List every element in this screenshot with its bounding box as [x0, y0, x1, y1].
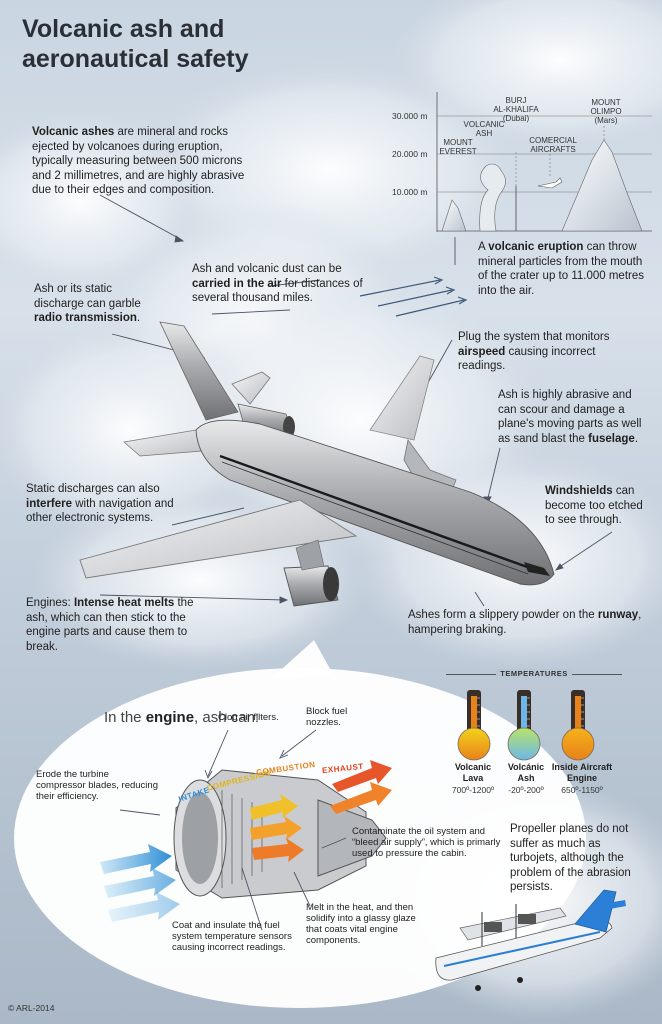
runway-bold: runway — [597, 609, 639, 621]
eruption-rest: can throw mineral particles from the mou… — [478, 241, 644, 297]
label-commercial-aircrafts: COMERCIAL AIRCRAFTS — [524, 136, 582, 154]
windshields-rest: can become too etched to see through. — [545, 485, 643, 526]
olimpo-line-3: (Mars) — [594, 116, 618, 125]
erode-text: Erode the turbine compressor blades, red… — [36, 769, 158, 802]
engine-title-pre: In the — [104, 709, 146, 726]
runway-text: Ashes form a slippery powder on the runw… — [408, 608, 648, 637]
airliner-illustration — [79, 321, 555, 607]
title-line-2: aeronautical safety — [22, 45, 249, 73]
runway-pre: Ashes form a slippery powder on the — [408, 609, 598, 621]
airspeed-bold: airspeed — [458, 345, 506, 358]
turbofan-cutaway — [100, 760, 392, 922]
label-mount-everest: MOUNT EVEREST — [438, 138, 478, 156]
temperature-thermometers — [457, 690, 595, 761]
propeller-text: Propeller planes do not suffer as much a… — [510, 823, 631, 893]
static-pre: Static discharges can also — [26, 483, 160, 495]
ash-line-1: VOLCANIC — [463, 120, 505, 129]
burj-line-2: AL-KHALIFA — [493, 105, 539, 114]
runway-rest: , hampering braking. — [408, 609, 642, 636]
temperatures-title: TEMPERATURES — [496, 669, 572, 678]
aircraft-line-1: COMERCIAL — [529, 136, 577, 145]
fuselage-text: Ash is highly abrasive and can scour and… — [498, 388, 648, 446]
thermometer-ash — [507, 690, 541, 761]
therm-range-engine: 650º-1150º — [561, 785, 603, 795]
burj-line-1: BURJ — [505, 96, 527, 105]
airspeed-text: Plug the system that monitors airspeed c… — [458, 330, 634, 374]
temperatures-header: TEMPERATURES — [446, 668, 622, 678]
therm-label-engine: Inside Aircraft Engine — [551, 762, 613, 783]
label-volcanic-ash: VOLCANIC ASH — [462, 120, 506, 138]
radio-bold: radio transmission — [34, 312, 137, 324]
therm-label-lava: Volcanic Lava — [454, 762, 492, 783]
y-tick-30000: 30.000 m — [392, 111, 428, 121]
aircraft-line-2: AIRCRAFTS — [530, 145, 576, 154]
fuselage-bold: fuselage — [588, 432, 635, 445]
radio-pre: Ash or its static discharge can garble — [34, 283, 141, 310]
engines-text: Engines: Intense heat melts the ash, whi… — [26, 596, 202, 654]
fuselage-pre: Ash is highly abrasive and can scour and… — [498, 389, 642, 445]
clog-text: Clog air filters. — [218, 712, 279, 723]
credit-text: © ARL-2014 — [8, 1003, 55, 1013]
thermometer-engine — [561, 690, 595, 761]
eruption-pre: A — [478, 241, 489, 253]
ash-line-2: ASH — [475, 129, 493, 138]
therm-range-lava: 700º-1200º — [451, 785, 495, 795]
contaminate-text: Contaminate the oil system and “bleed ai… — [352, 826, 501, 859]
engines-rest: the ash, which can then stick to the eng… — [26, 597, 194, 653]
engine-section-title: In the engine, ash can: — [104, 709, 264, 726]
static-rest: with navigation and other electronic sys… — [26, 497, 174, 525]
therm-range-ash: -20º-200º — [508, 785, 544, 795]
radio-text: Ash or its static discharge can garble r… — [34, 282, 154, 326]
airspeed-pre: Plug the system that monitors — [458, 331, 610, 343]
dust-text: Ash and volcanic dust can be carried in … — [192, 262, 378, 306]
dust-rest: for distances of several thousand miles. — [192, 277, 363, 305]
eruption-bold: volcanic eruption — [488, 241, 584, 253]
olimpo-line-1: MOUNT — [591, 98, 621, 107]
page-title: Volcanic ash and aeronautical safety — [22, 14, 342, 74]
eruption-text: A volcanic eruption can throw mineral pa… — [478, 240, 654, 298]
wind-arrows — [359, 276, 468, 317]
block-text: Block fuel nozzles. — [306, 706, 348, 728]
static-text: Static discharges can also interfere wit… — [26, 482, 188, 526]
thermometer-lava — [457, 690, 491, 761]
static-bold: interfere — [26, 497, 73, 510]
label-mount-olimpo: MOUNT OLIMPO (Mars) — [584, 98, 628, 125]
radio-rest: . — [136, 312, 141, 324]
title-line-1: Volcanic ash and — [22, 15, 225, 43]
coat-text: Coat and insulate the fuel system temper… — [172, 920, 292, 953]
airspeed-rest: causing incorrect readings. — [458, 345, 596, 373]
olimpo-line-2: OLIMPO — [590, 107, 622, 116]
burj-line-3: (Dubai) — [502, 114, 530, 123]
therm-label-ash: Volcánic Ash — [507, 762, 545, 783]
engine-title-post: , ash can: — [194, 709, 260, 726]
everest-line-1: MOUNT — [443, 138, 473, 147]
y-tick-10000: 10.000 m — [392, 187, 428, 197]
dust-bold: carried in the air — [192, 277, 282, 290]
everest-line-2: EVEREST — [439, 147, 477, 156]
label-burj-al-khalifa: BURJ AL-KHALIFA (Dubai) — [488, 96, 544, 123]
intro-rest: are mineral and rocks ejected by volcano… — [32, 126, 245, 196]
y-tick-20000: 20.000 m — [392, 149, 428, 159]
engines-bold: Intense heat melts — [73, 597, 175, 609]
fuselage-rest: . — [634, 432, 639, 445]
intro-text: Volcanic ashes are mineral and rocks eje… — [32, 125, 258, 198]
propeller-plane — [435, 889, 626, 991]
dust-pre: Ash and volcanic dust can be — [192, 263, 342, 275]
altitude-chart — [436, 92, 652, 232]
windshields-bold: Windshields — [545, 485, 613, 497]
engine-title-bold: engine — [145, 709, 195, 726]
engine-leader-lines — [119, 729, 347, 931]
windshields-text: Windshields can become too etched to see… — [545, 484, 655, 528]
engines-pre: Engines: — [26, 597, 74, 609]
melt-text: Melt in the heat, and then solidify into… — [306, 902, 416, 946]
intro-bold: Volcanic ashes — [32, 126, 115, 138]
